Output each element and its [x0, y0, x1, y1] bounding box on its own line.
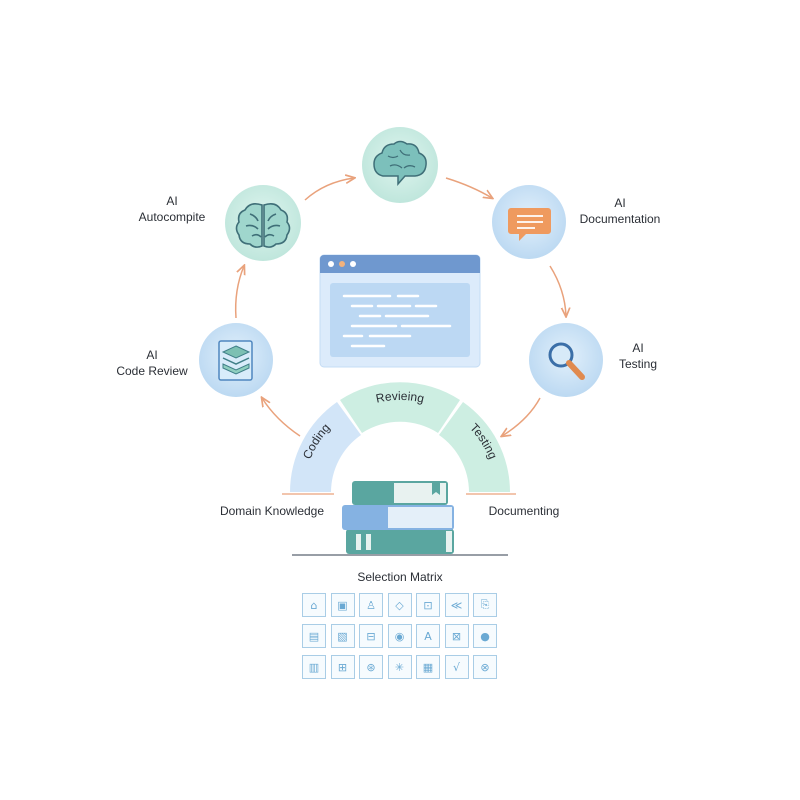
label-autocomplete-line2: Autocompite [138, 210, 206, 224]
label-documentation: AI Documentation [568, 195, 672, 227]
node-documentation [492, 185, 566, 259]
matrix-cell[interactable]: √ [444, 655, 469, 679]
svg-text:Revieing: Revieing [375, 389, 426, 406]
matrix-cell[interactable]: ◇ [387, 593, 412, 617]
matrix-cell[interactable]: ◉ [387, 624, 412, 648]
label-domain-knowledge: Domain Knowledge [219, 504, 325, 518]
label-autocomplete-line1: AI [166, 194, 178, 208]
selection-matrix: ⌂▣♙◇⊡≪⎘ ▤▧⊟◉A⊠● ▥⊞⊛✳▦√⊗ [302, 593, 498, 679]
label-code-review-line2: Code Review [116, 364, 188, 378]
matrix-cell[interactable]: ⊞ [330, 655, 355, 679]
matrix-cell[interactable]: ▤ [302, 624, 326, 648]
magnifier-icon [548, 342, 585, 380]
matrix-cell[interactable]: ⊟ [359, 624, 383, 648]
book-stack [292, 481, 508, 556]
matrix-cell[interactable]: ≪ [444, 593, 469, 617]
node-code-review [199, 323, 273, 397]
matrix-cell[interactable]: ✳ [387, 655, 412, 679]
matrix-cell[interactable]: ⊛ [359, 655, 383, 679]
brain-icon [235, 203, 291, 248]
selection-matrix-title: Selection Matrix [357, 570, 443, 584]
label-testing: AI Testing [608, 340, 668, 372]
label-autocomplete: AI Autocompite [122, 193, 222, 225]
label-testing-line1: AI [632, 341, 644, 355]
node-top [362, 127, 438, 203]
matrix-cell[interactable]: A [416, 624, 440, 648]
cycle-arrows [234, 177, 566, 437]
label-documenting: Documenting [488, 504, 560, 518]
matrix-cell[interactable]: ● [473, 624, 497, 648]
window-dot-3 [350, 261, 356, 267]
arc: Coding Revieing Testing [282, 382, 516, 495]
arrow-top-to-documentation [445, 177, 492, 198]
matrix-cell[interactable]: ⎘ [473, 593, 497, 617]
matrix-cell[interactable]: ▣ [330, 593, 355, 617]
label-testing-line2: Testing [618, 357, 658, 371]
arc-segment-testing [439, 402, 510, 492]
arrow-code-review-to-autocomplete [234, 266, 244, 319]
label-code-review: AI Code Review [104, 347, 200, 379]
arc-label-revieing: Revieing [375, 389, 426, 406]
code-window [319, 254, 481, 368]
matrix-cell[interactable]: ⊗ [473, 655, 497, 679]
label-code-review-line1: AI [146, 348, 158, 362]
arrow-autocomplete-to-top [304, 178, 354, 201]
window-dot-2 [339, 261, 345, 267]
window-dot-1 [328, 261, 334, 267]
brain-speech-icon [373, 140, 427, 186]
book-bottom [346, 529, 454, 554]
layers-icon [218, 340, 253, 381]
bookmark-icon [432, 483, 440, 495]
arc-segment-revieing [340, 382, 460, 433]
arrow-arc-to-code-review [262, 398, 301, 437]
matrix-cell[interactable]: ▦ [416, 655, 440, 679]
matrix-cell[interactable]: ▥ [302, 655, 326, 679]
arrow-documentation-to-testing [549, 265, 566, 316]
arrow-testing-to-arc [502, 397, 541, 436]
matrix-cell[interactable]: ⊡ [416, 593, 440, 617]
matrix-cell[interactable]: ⊠ [444, 624, 469, 648]
node-testing [529, 323, 603, 397]
code-lines [342, 294, 452, 348]
chat-bubble-icon [508, 208, 551, 241]
matrix-cell[interactable]: ♙ [359, 593, 383, 617]
matrix-cell[interactable]: ⌂ [302, 593, 326, 617]
matrix-cell[interactable]: ▧ [330, 624, 355, 648]
label-documentation-line1: AI [614, 196, 626, 210]
label-documentation-line2: Documentation [579, 212, 661, 226]
arc-segment-coding [290, 402, 361, 492]
node-autocomplete [225, 185, 301, 261]
